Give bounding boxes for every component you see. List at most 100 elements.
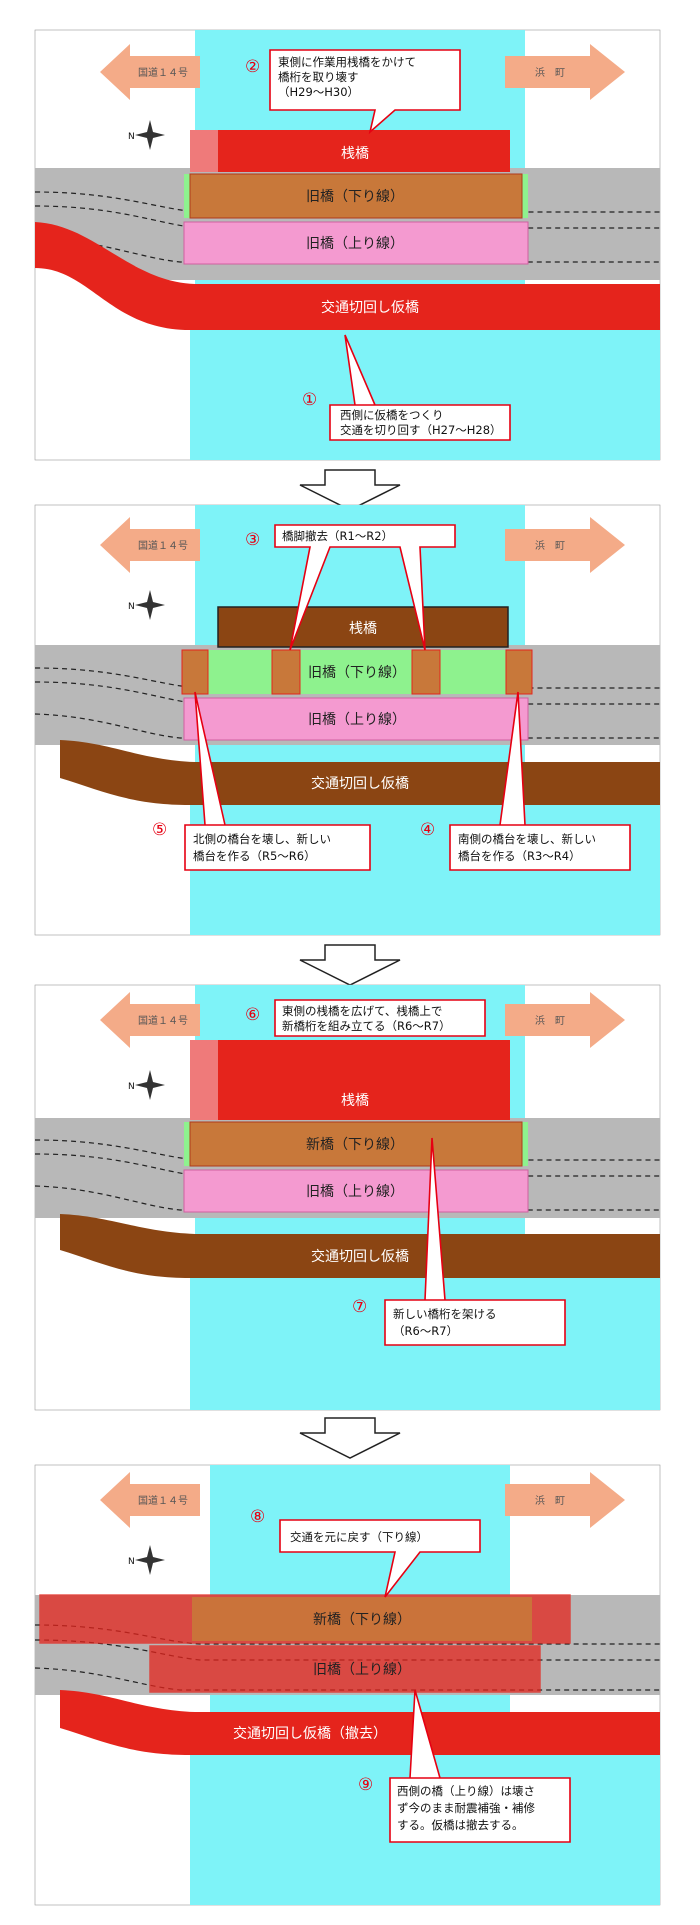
callout-1-number: ① <box>302 390 317 410</box>
panel-4: 新橋（下り線） 旧橋（上り線） 交通切回し仮橋（撤去） 国道１４号 浜 町 N … <box>34 1464 661 1906</box>
callout-9-line3: する。仮橋は撤去する。 <box>397 1818 524 1832</box>
panel-2: 桟橋 旧橋（下り線） 旧橋（上り線） 交通切回し仮橋 国道１４号 浜 町 N ③… <box>34 504 661 936</box>
callout-5-number: ⑤ <box>152 820 167 840</box>
callout-8: ⑧ 交通を元に戻す（下り線） <box>250 1507 481 1598</box>
karibashi-detour <box>60 1690 660 1755</box>
callout-8-number: ⑧ <box>250 1507 265 1527</box>
road-right-label: 浜 町 <box>535 1015 565 1027</box>
road-right-label: 浜 町 <box>535 540 565 552</box>
callout-4-line2: 橋台を作る（R3～R4） <box>458 849 581 863</box>
callout-9: ⑨ 西側の橋（上り線）は壊さ ず今のまま耐震補強・補修 する。仮橋は撤去する。 <box>358 1689 571 1843</box>
road-left-label: 国道１４号 <box>138 1014 188 1027</box>
callout-7-line1: 新しい橋桁を架ける <box>393 1307 497 1321</box>
compass-icon: N <box>128 120 165 150</box>
road-right-label: 浜 町 <box>535 67 565 79</box>
callout-3: ③ 橋脚撤去（R1～R2） <box>245 524 456 651</box>
callout-4: ④ 南側の橋台を壊し、新しい 橋台を作る（R3～R4） <box>420 691 631 871</box>
callout-8-line1: 交通を元に戻す（下り線） <box>290 1530 428 1544</box>
karibashi-label: 交通切回し仮橋（撤去） <box>233 1725 387 1742</box>
callout-2-number: ② <box>245 57 260 77</box>
road-arrow-right <box>505 517 625 573</box>
callout-3-line1: 橋脚撤去（R1～R2） <box>282 529 393 543</box>
sanbashi-label: 桟橋 <box>341 1093 369 1109</box>
karibashi-label: 交通切回し仮橋 <box>311 775 409 792</box>
callout-2-line3: （H29～H30） <box>278 85 359 99</box>
compass-north: N <box>128 1082 135 1092</box>
kyu-nobori-block <box>183 1169 529 1213</box>
kyu-nobori-label: 旧橋（上り線） <box>306 236 404 252</box>
callout-7-number: ⑦ <box>352 1297 367 1317</box>
shin-kudari-label: 新橋（下り線） <box>313 1612 411 1628</box>
road-arrow-right <box>505 1472 625 1528</box>
lane-lines <box>34 191 660 263</box>
compass-north: N <box>128 1557 135 1567</box>
callout-5: ⑤ 北側の橋台を壊し、新しい 橋台を作る（R5～R6） <box>152 691 371 871</box>
compass-icon: N <box>128 1070 165 1100</box>
callout-5-line2: 橋台を作る（R5～R6） <box>193 849 316 863</box>
callout-9-line2: ず今のまま耐震補強・補修 <box>397 1801 535 1815</box>
karibashi-label: 交通切回し仮橋 <box>321 299 419 316</box>
shin-kudari-label: 新橋（下り線） <box>306 1137 404 1153</box>
callout-6: ⑥ 東側の桟橋を広げて、桟橋上で 新橋桁を組み立てる（R6～R7） <box>245 999 486 1037</box>
callout-9-number: ⑨ <box>358 1775 373 1795</box>
sanbashi-block <box>190 1040 510 1120</box>
callout-1-line1: 西側に仮橋をつくり <box>340 408 444 422</box>
pier-1 <box>271 649 301 695</box>
sanbashi-label: 桟橋 <box>349 621 377 637</box>
callout-2: ② 東側に作業用桟橋をかけて 橋桁を取り壊す （H29～H30） <box>245 49 461 135</box>
shin-kudari-bridge <box>192 1597 532 1641</box>
panel-1: 桟橋 旧橋（下り線） 旧橋（上り線） 交通切回し仮橋 国道１４号 浜 町 N ②… <box>34 29 661 461</box>
down-arrow-icon <box>299 1417 401 1459</box>
road-arrow-left <box>100 992 200 1048</box>
abutment-north <box>181 649 209 695</box>
callout-2-line2: 橋桁を取り壊す <box>278 70 359 84</box>
kyu-nobori-label: 旧橋（上り線） <box>313 1662 411 1678</box>
compass-north: N <box>128 602 135 612</box>
kyu-nobori-block <box>149 1645 541 1693</box>
callout-6-number: ⑥ <box>245 1005 260 1025</box>
callout-4-number: ④ <box>420 820 435 840</box>
pier-2 <box>411 649 441 695</box>
compass-north: N <box>128 132 135 142</box>
kyu-nobori-label: 旧橋（上り線） <box>306 1184 404 1200</box>
callout-1-line2: 交通を切り回す（H27～H28） <box>340 423 502 437</box>
callout-4-line1: 南側の橋台を壊し、新しい <box>458 832 596 846</box>
kyu-nobori-label: 旧橋（上り線） <box>308 712 406 728</box>
road-curve <box>35 222 660 280</box>
karibashi-detour <box>60 1214 660 1278</box>
kyu-kudari-label: 旧橋（下り線） <box>308 665 406 681</box>
kyu-kudari-block <box>184 650 528 694</box>
callout-5-line1: 北側の橋台を壊し、新しい <box>193 832 331 846</box>
kyu-kudari-label: 旧橋（下り線） <box>306 189 404 205</box>
panel-3: 桟橋 新橋（下り線） 旧橋（上り線） 交通切回し仮橋 国道１４号 浜 町 N ⑥… <box>34 984 661 1411</box>
down-arrow-icon <box>299 469 401 511</box>
sanbashi-end <box>190 1040 218 1120</box>
lane-lines <box>34 1139 660 1211</box>
compass-icon: N <box>128 590 165 620</box>
shin-kudari-block <box>189 1121 523 1167</box>
road-left-label: 国道１４号 <box>138 66 188 79</box>
road-left-label: 国道１４号 <box>138 1494 188 1507</box>
road-arrow-right <box>505 992 625 1048</box>
road-arrow-left <box>100 517 200 573</box>
kyu-kudari-block <box>189 173 523 219</box>
kyu-nobori-block <box>183 697 529 741</box>
sanbashi-label: 桟橋 <box>341 146 369 162</box>
sanbashi-block <box>217 606 509 648</box>
down-arrow-icon <box>299 944 401 986</box>
compass-icon: N <box>128 1545 165 1575</box>
callout-7-line2: （R6～R7） <box>393 1324 458 1338</box>
road-arrow-left <box>100 44 200 100</box>
callout-6-line1: 東側の桟橋を広げて、桟橋上で <box>282 1004 442 1018</box>
road-arrow-right <box>505 44 625 100</box>
callout-2-line1: 東側に作業用桟橋をかけて <box>278 55 416 69</box>
abutment-south <box>505 649 533 695</box>
lane-lines <box>34 667 660 739</box>
callout-7: ⑦ 新しい橋桁を架ける （R6～R7） <box>352 1137 566 1346</box>
kyu-nobori-block <box>183 221 529 265</box>
road-left-label: 国道１４号 <box>138 539 188 552</box>
sanbashi-end <box>190 130 218 172</box>
karibashi-detour <box>35 222 660 330</box>
callout-3-number: ③ <box>245 530 260 550</box>
